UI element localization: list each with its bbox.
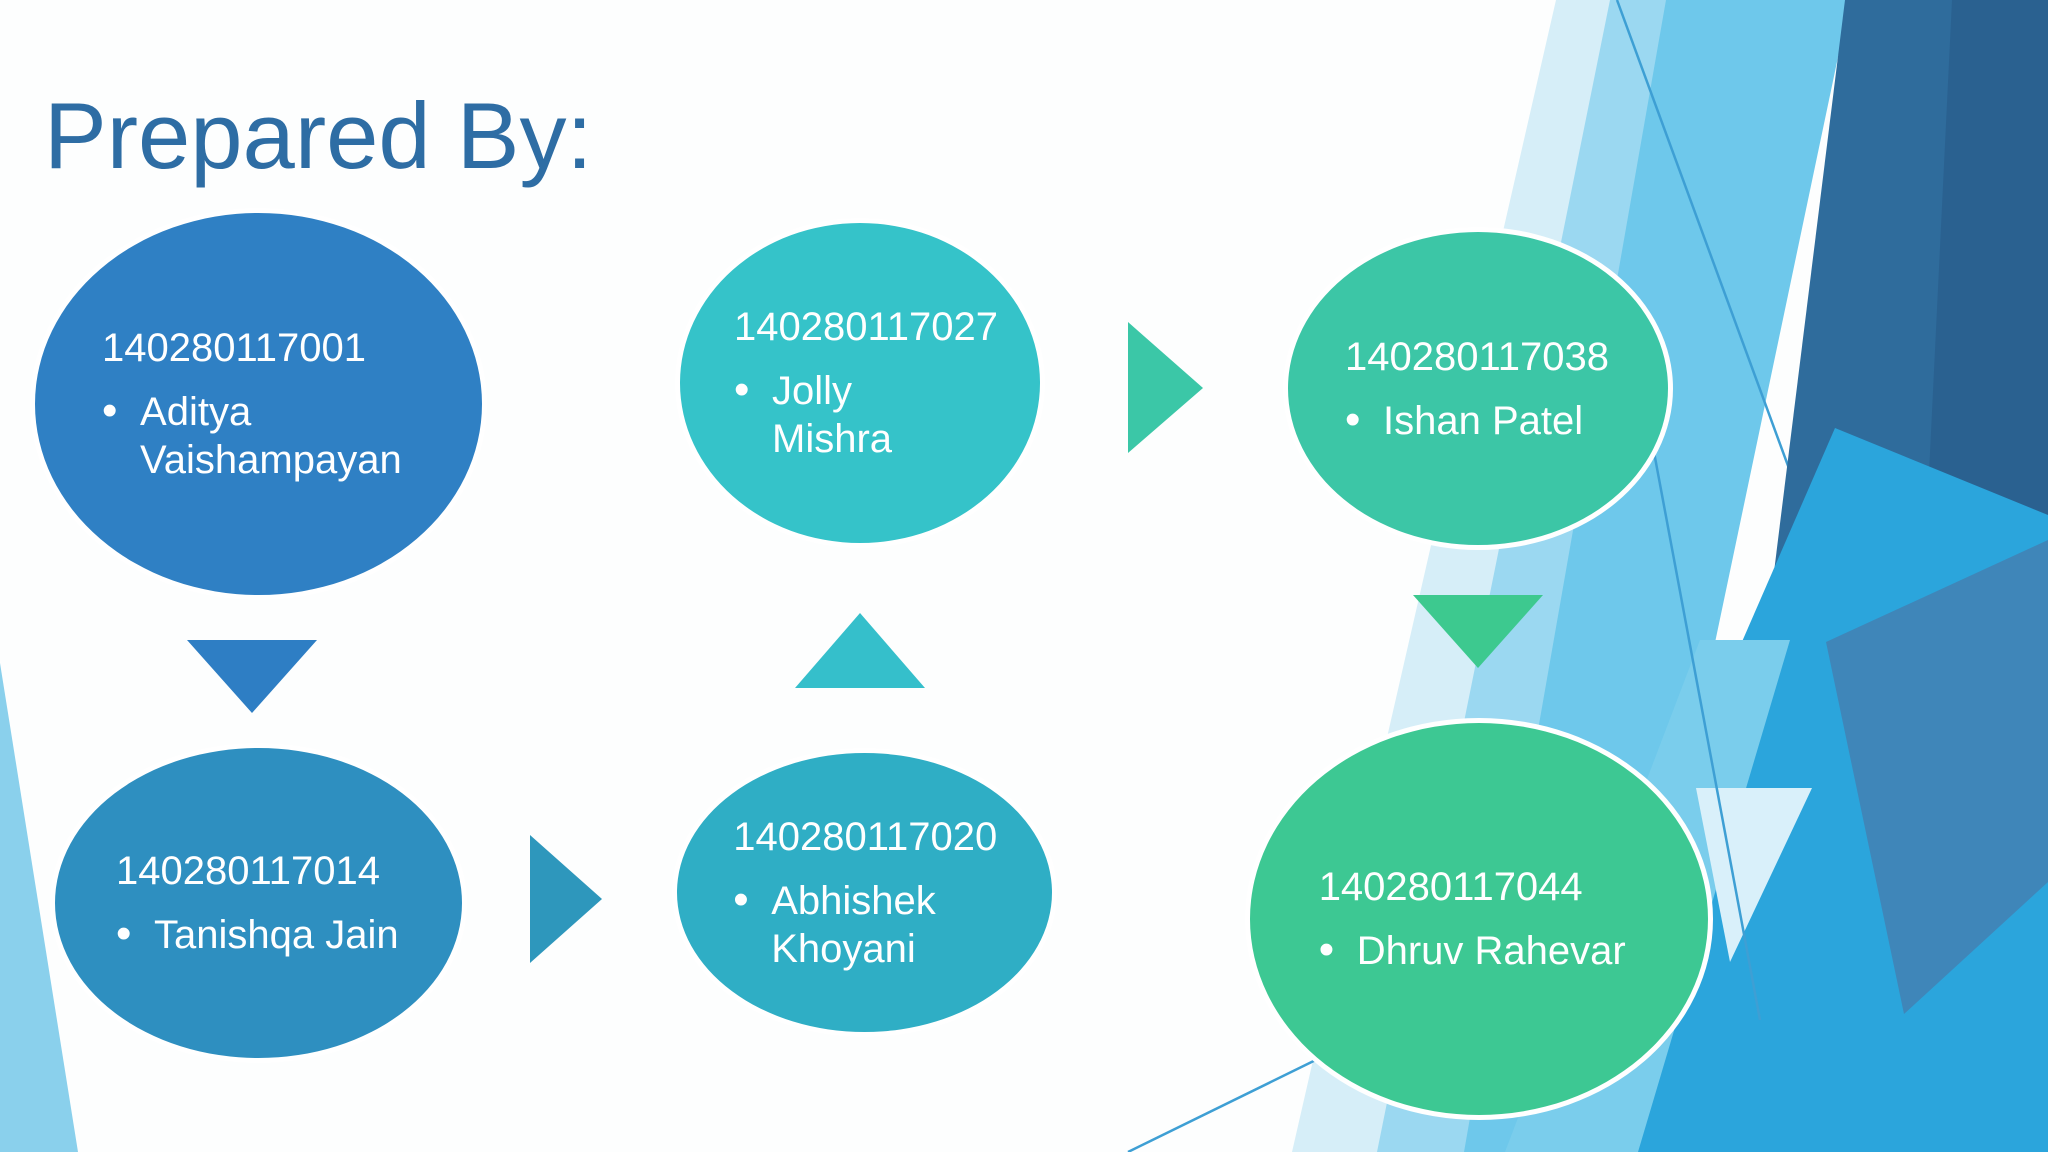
bottom-left-wedge xyxy=(0,663,78,1152)
bullet-icon: • xyxy=(116,909,132,958)
enrollment-number: 140280117001 xyxy=(102,326,367,370)
bullet-icon: • xyxy=(1345,394,1361,444)
bullet-icon: • xyxy=(733,874,749,924)
connector-arrow-right-icon xyxy=(530,835,602,963)
node-text-block: 140280117044 • Dhruv Rahevar xyxy=(1319,863,1630,975)
connector-arrow-down-icon xyxy=(1413,595,1543,668)
bullet-icon: • xyxy=(734,365,750,414)
node-text-block: 140280117001 • Aditya Vaishampayan xyxy=(102,324,415,484)
member-name-line: • Ishan Patel xyxy=(1345,394,1588,445)
enrollment-number: 140280117027 xyxy=(734,305,998,349)
team-member-node: 140280117038 • Ishan Patel xyxy=(1283,227,1673,550)
page-title: Prepared By: xyxy=(44,82,593,188)
team-member-node: 140280117001 • Aditya Vaishampayan xyxy=(30,208,487,600)
enrollment-number: 140280117020 xyxy=(733,814,998,859)
node-text-block: 140280117020 • Abhishek Khoyani xyxy=(733,813,998,973)
diagonal-hairline-mid xyxy=(1646,419,1762,1021)
node-text-block: 140280117014 • Tanishqa Jain xyxy=(116,847,409,959)
node-text-block: 140280117027 • Jolly Mishra xyxy=(734,303,998,463)
enrollment-number: 140280117038 xyxy=(1345,334,1609,379)
member-name-line: • Jolly Mishra xyxy=(734,365,943,463)
connector-arrow-down-icon xyxy=(187,640,317,713)
node-text-block: 140280117038 • Ishan Patel xyxy=(1345,333,1609,445)
team-member-node: 140280117044 • Dhruv Rahevar xyxy=(1245,718,1713,1120)
enrollment-number: 140280117014 xyxy=(116,849,381,893)
member-name: Tanishqa Jain xyxy=(154,913,399,957)
mid-right-medium-triangle xyxy=(1826,540,2048,1014)
team-member-node: 140280117020 • Abhishek Khoyani xyxy=(672,748,1057,1037)
enrollment-number: 140280117044 xyxy=(1318,865,1583,909)
member-name: Dhruv Rahevar xyxy=(1356,929,1626,973)
connector-arrow-right-icon xyxy=(1128,322,1203,453)
member-name: Ishan Patel xyxy=(1383,398,1584,443)
member-name: Aditya Vaishampayan xyxy=(140,390,402,482)
member-name: Jolly Mishra xyxy=(772,369,893,461)
member-name-line: • Dhruv Rahevar xyxy=(1318,925,1630,975)
connector-arrow-up-icon xyxy=(795,613,925,688)
bullet-icon: • xyxy=(102,386,118,435)
team-member-node: 140280117027 • Jolly Mishra xyxy=(675,218,1045,548)
member-name-line: • Abhishek Khoyani xyxy=(733,874,988,973)
member-name-line: • Tanishqa Jain xyxy=(116,909,409,959)
bullet-icon: • xyxy=(1318,925,1335,974)
member-name-line: • Aditya Vaishampayan xyxy=(102,386,415,484)
team-member-node: 140280117014 • Tanishqa Jain xyxy=(50,743,467,1063)
member-name: Abhishek Khoyani xyxy=(771,878,936,971)
